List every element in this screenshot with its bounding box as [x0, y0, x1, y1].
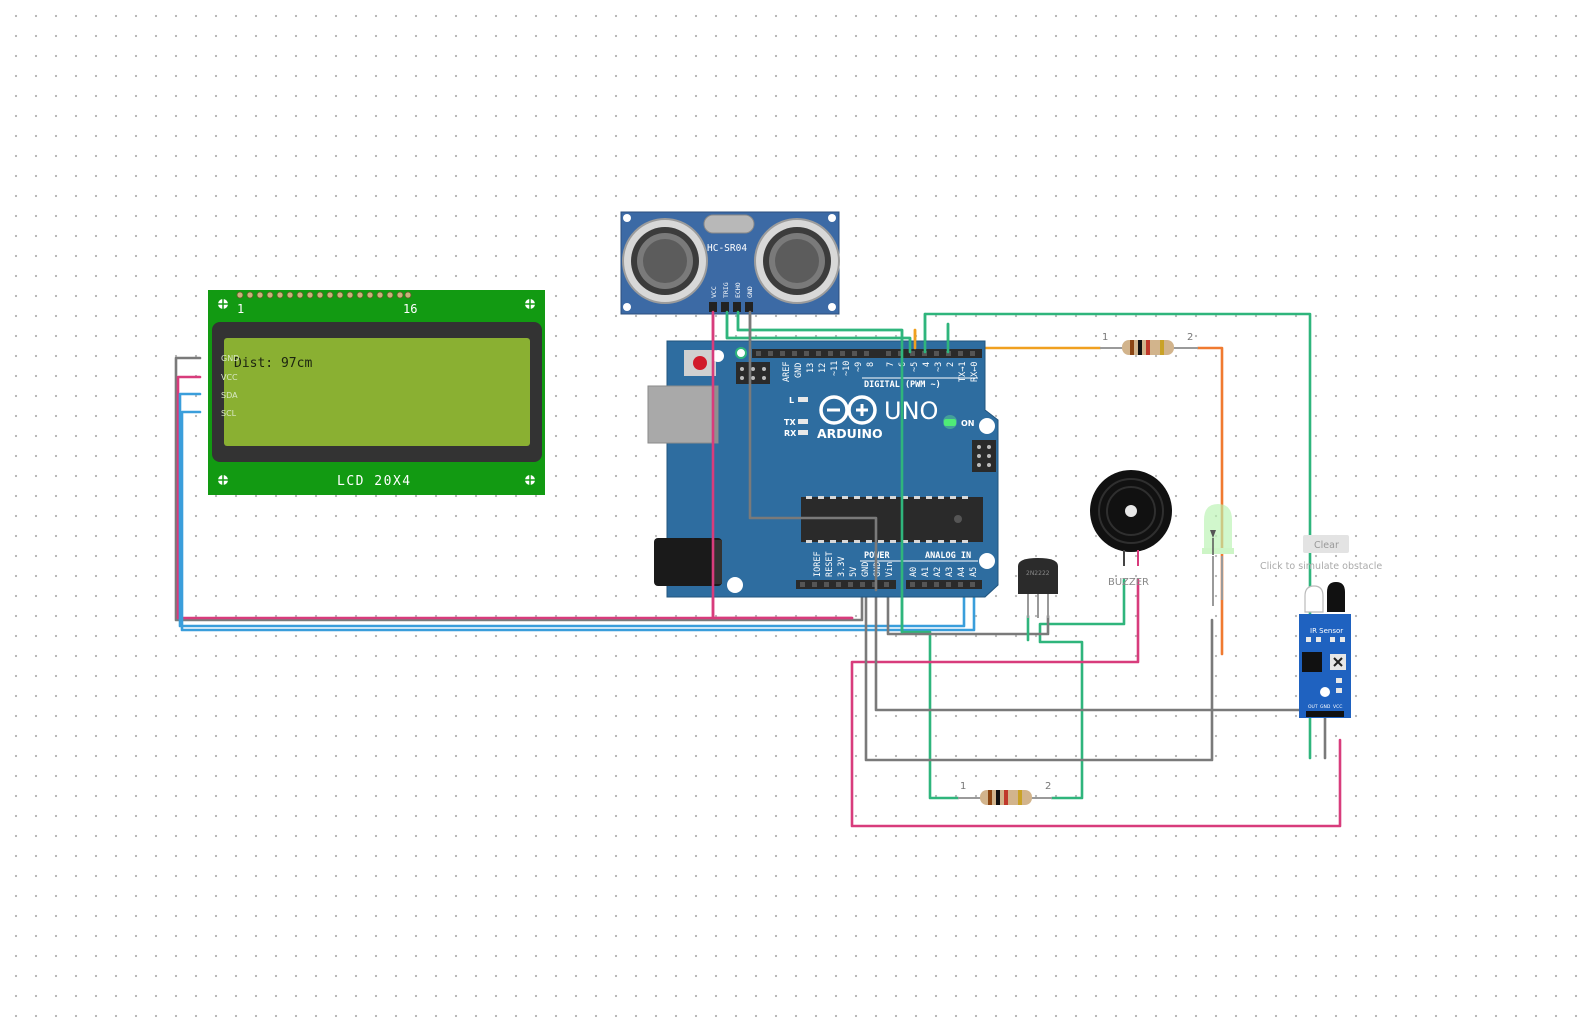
- ultrasonic-crystal: [703, 214, 755, 234]
- ir-pin-out: OUT: [1308, 704, 1318, 710]
- arduino-pin-a5: A5: [969, 567, 979, 577]
- lcd-module[interactable]: 1 16 Dist: 97cm GND VCC SDA SCL LCD 20X4: [208, 290, 545, 495]
- arduino-power-jack: [654, 538, 722, 586]
- arduino-model-label: UNO: [884, 397, 938, 425]
- ir-pin-gnd: GND: [1320, 704, 1331, 710]
- ultrasonic-pin-trig: TRIG: [722, 282, 730, 298]
- arduino-analog-label: ANALOG IN: [925, 551, 971, 561]
- resistor-bottom-pin-1: 1: [960, 781, 966, 792]
- lcd-pin-1-label: 1: [237, 302, 244, 316]
- ir-sensor-label: IR Sensor: [1310, 627, 1343, 635]
- ultrasonic-pin-echo: ECHO: [734, 282, 742, 298]
- ultrasonic-header: [709, 302, 753, 312]
- resistor-bottom-pin-2: 2: [1045, 781, 1051, 792]
- ultrasonic-pin-vcc: VCC: [710, 286, 718, 298]
- arduino-pin-a3: A3: [945, 567, 955, 577]
- arduino-pin-reset: RESET: [825, 551, 835, 577]
- ir-sensor[interactable]: Clear Click to simulate obstacle IR Sens…: [1260, 535, 1382, 718]
- arduino-pin-3v3: 3.3V: [837, 557, 847, 577]
- arduino-pin-a0: A0: [909, 567, 919, 577]
- arduino-pin-7: 7: [886, 362, 896, 367]
- arduino-pin-1: TX→1: [958, 362, 968, 382]
- buzzer[interactable]: BUZZER: [1090, 470, 1172, 588]
- lcd-screen: [224, 338, 530, 446]
- arduino-icsp-2: [972, 440, 996, 472]
- arduino-pin-a4: A4: [957, 567, 967, 577]
- wire-gnd-led[interactable]: [864, 590, 1214, 762]
- arduino-pin-gnd-d: GND: [794, 363, 804, 378]
- arduino-pin-8: 8: [866, 362, 876, 367]
- ultrasonic-pin-gnd: GND: [746, 286, 754, 298]
- arduino-pin-13: 13: [806, 363, 816, 373]
- arduino-on-label: ON: [961, 419, 975, 428]
- lcd-pin-sda: SDA: [221, 391, 238, 400]
- arduino-rx-label: RX: [784, 429, 797, 438]
- arduino-pin-gnd-2: GND: [873, 562, 883, 577]
- transistor[interactable]: 2N2222: [1018, 558, 1058, 618]
- ir-pin-vcc: VCC: [1333, 704, 1342, 710]
- wire-lcd-scl[interactable]: [180, 410, 976, 632]
- wire-buzzer-pos[interactable]: [850, 578, 1342, 828]
- resistor-top[interactable]: 1 2: [1100, 332, 1198, 355]
- wire-gnd-bus[interactable]: [874, 590, 1327, 712]
- wire-lcd-gnd[interactable]: [174, 356, 864, 622]
- resistor-top-pin-2: 2: [1187, 332, 1193, 343]
- lcd-model-label: LCD 20X4: [337, 474, 412, 489]
- arduino-pin-12: 12: [818, 363, 828, 373]
- arduino-pin-2: 2: [946, 362, 956, 367]
- wire-buzzer-neg[interactable]: [1038, 578, 1126, 800]
- ultrasonic-sensor[interactable]: HC-SR04 VCC TRIG ECHO GND: [620, 211, 840, 315]
- buzzer-label: BUZZER: [1108, 577, 1149, 588]
- lcd-display-line-1: Dist: 97cm: [234, 356, 312, 371]
- arduino-power-header: [796, 580, 896, 589]
- resistor-bottom[interactable]: 1 2: [958, 781, 1052, 805]
- arduino-pin-4: 4: [922, 362, 932, 367]
- ultrasonic-label: HC-SR04: [707, 243, 747, 254]
- arduino-analog-header: [906, 580, 982, 589]
- arduino-pin-3: ~3: [934, 362, 944, 372]
- arduino-status-leds: [798, 397, 808, 435]
- ir-clear-button[interactable]: [1303, 535, 1349, 553]
- arduino-pin-vin: Vin: [885, 562, 895, 577]
- arduino-l-label: L: [789, 396, 794, 405]
- arduino-infinity-logo: [819, 395, 877, 425]
- arduino-brand-label: ARDUINO: [817, 426, 883, 441]
- wire-lcd-sda[interactable]: [178, 392, 966, 628]
- wire-resistor-to-led[interactable]: [1196, 346, 1224, 656]
- arduino-pin-a1: A1: [921, 567, 931, 577]
- ir-hint-text: Click to simulate obstacle: [1260, 561, 1382, 572]
- arduino-uno[interactable]: AREF GND 13 12 ~11 ~10 ~9 8 7 ~6 ~5 4 ~3…: [647, 340, 999, 598]
- wires-over-board: [711, 310, 950, 634]
- wire-gnd-transistor[interactable]: [886, 590, 1050, 636]
- arduino-pin-ioref: IOREF: [813, 551, 823, 577]
- ultrasonic-transmitter: [622, 218, 708, 304]
- arduino-pin-5: ~5: [910, 362, 920, 372]
- ir-clear-button-label: Clear: [1314, 540, 1339, 551]
- arduino-icsp-1: [736, 362, 770, 384]
- arduino-pin-0: RX←0: [970, 362, 980, 382]
- arduino-pin-11: ~11: [830, 361, 840, 376]
- lcd-header-pins: [236, 291, 412, 299]
- lcd-pin-scl: SCL: [221, 409, 237, 418]
- arduino-pin-a2: A2: [933, 567, 943, 577]
- arduino-pin-aref: AREF: [782, 362, 792, 382]
- arduino-pin-10: ~10: [842, 361, 852, 376]
- ultrasonic-receiver: [754, 218, 840, 304]
- wire-lcd-vcc[interactable]: [176, 375, 854, 620]
- arduino-atmega-chip: [801, 496, 983, 543]
- lcd-pin-16-label: 16: [403, 302, 417, 316]
- arduino-on-led: [944, 419, 956, 426]
- arduino-usb-port: [647, 385, 719, 444]
- transistor-label: 2N2222: [1026, 570, 1050, 577]
- arduino-pin-9: ~9: [854, 362, 864, 372]
- resistor-top-pin-1: 1: [1102, 332, 1108, 343]
- arduino-pin-5v: 5V: [849, 567, 859, 577]
- led-green[interactable]: [1202, 504, 1234, 606]
- lcd-pin-vcc: VCC: [221, 373, 238, 382]
- lcd-pin-gnd: GND: [221, 354, 239, 363]
- arduino-pin-gnd-1: GND: [861, 562, 871, 577]
- arduino-tx-label: TX: [784, 418, 796, 427]
